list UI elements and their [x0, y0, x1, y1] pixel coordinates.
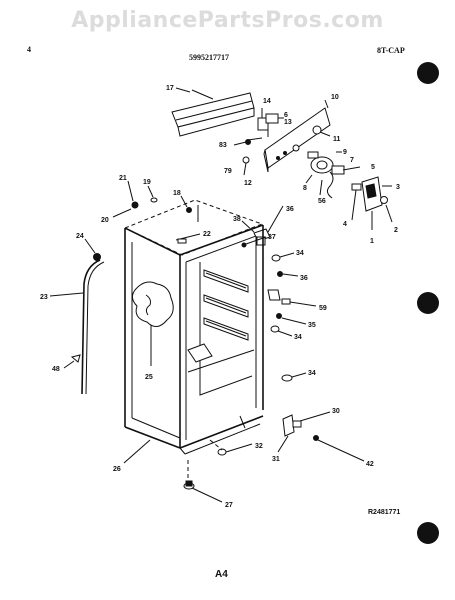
cabinet-body	[124, 199, 264, 455]
callout-8: 8	[303, 185, 307, 192]
part-22	[175, 233, 201, 244]
part-38-top-hinge	[241, 205, 284, 246]
binder-hole-bottom	[417, 522, 439, 544]
part-light-switch-assembly	[351, 176, 393, 230]
callout-83: 83	[219, 142, 227, 149]
part-screws-top-left	[112, 180, 192, 218]
callout-23: 23	[40, 294, 48, 301]
callout-4: 4	[343, 221, 347, 228]
binder-hole-top	[417, 62, 439, 84]
page-label: A4	[215, 569, 228, 580]
callout-56: 56	[318, 198, 326, 205]
part-number: 5995217717	[189, 53, 229, 62]
part-17-baffle	[171, 89, 255, 137]
part-37-screw	[241, 236, 267, 248]
callout-34b: 34	[294, 334, 302, 341]
callout-12: 12	[244, 180, 252, 187]
callout-31: 31	[272, 456, 280, 463]
diagram-code: R2481771	[368, 509, 401, 516]
part-32-leveler	[123, 439, 253, 503]
callout-34a: 34	[296, 250, 304, 257]
callout-36a: 36	[286, 206, 294, 213]
callout-14: 14	[263, 98, 271, 105]
part-14-13-6	[233, 108, 284, 176]
callout-37: 37	[268, 234, 276, 241]
part-34-lower	[281, 372, 307, 382]
part-bottom-hinge	[277, 411, 365, 462]
part-23-24-drain-tube	[49, 238, 105, 395]
callout-13: 13	[284, 119, 292, 126]
callout-42: 42	[366, 461, 374, 468]
callout-32: 32	[255, 443, 263, 450]
callout-6a: 6	[284, 112, 288, 119]
parts-right-column	[267, 252, 317, 337]
callout-9: 9	[343, 149, 347, 156]
callout-2: 2	[394, 227, 398, 234]
callout-1: 1	[370, 238, 374, 245]
watermark: AppliancePartsPros.com	[71, 8, 384, 33]
callout-19: 19	[143, 179, 151, 186]
callout-3: 3	[396, 184, 400, 191]
callout-25: 25	[145, 374, 153, 381]
callout-34c: 34	[308, 370, 316, 377]
callout-35: 35	[308, 322, 316, 329]
part-48	[63, 354, 81, 369]
callout-26: 26	[113, 466, 121, 473]
callout-27: 27	[225, 502, 233, 509]
callout-48: 48	[52, 366, 60, 373]
callout-21: 21	[119, 175, 127, 182]
callout-20: 20	[101, 217, 109, 224]
callout-7: 7	[350, 157, 354, 164]
callout-labels: 17 14 13 6 10 11 83 79 12 9 7 8 5 56 3 4…	[40, 85, 400, 509]
callout-17: 17	[166, 85, 174, 92]
callout-5: 5	[371, 164, 375, 171]
callout-38: 38	[233, 216, 241, 223]
part-thermostat-assembly	[305, 151, 361, 199]
callout-24: 24	[76, 233, 84, 240]
callout-18: 18	[173, 190, 181, 197]
callout-30: 30	[332, 408, 340, 415]
page-number: 4	[27, 45, 31, 54]
binder-hole-middle	[417, 292, 439, 314]
callout-36b: 36	[300, 275, 308, 282]
part-10-control-panel	[263, 99, 331, 173]
callout-11: 11	[333, 136, 341, 143]
model-code: 8T-CAP	[377, 46, 405, 55]
callout-59: 59	[319, 305, 327, 312]
callout-22: 22	[203, 231, 211, 238]
callout-10: 10	[331, 94, 339, 101]
part-25-side-patch	[131, 281, 174, 366]
callout-79: 79	[224, 168, 232, 175]
